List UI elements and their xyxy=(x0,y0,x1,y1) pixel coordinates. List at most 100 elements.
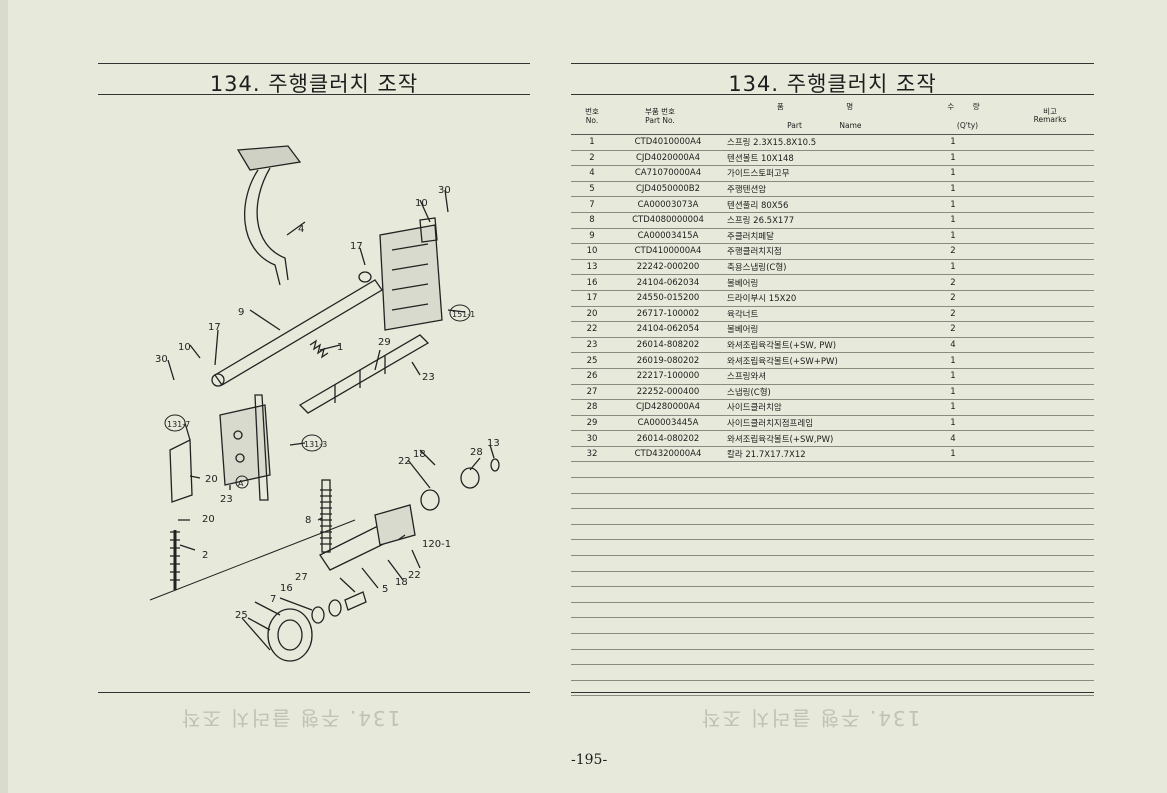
row-part-no: 26717-100002 xyxy=(613,306,723,323)
row-part-name: 드라이부시 15X20 xyxy=(723,290,903,307)
callout-151-1: 151-1 xyxy=(449,304,475,322)
row-remarks xyxy=(1003,274,1094,291)
row-part-no: CJD4020000A4 xyxy=(613,150,723,167)
row-no: 26 xyxy=(571,368,613,385)
row-part-name: 스프링와셔 xyxy=(723,368,903,385)
row-part-name: 축용스냅링(C형) xyxy=(723,259,903,276)
table-row-empty xyxy=(571,524,1094,541)
row-part-no: 26014-808202 xyxy=(613,337,723,354)
header-no-ko: 번호 xyxy=(585,107,599,116)
bottom-rule-right xyxy=(571,692,1094,693)
callout-120-1: 120-1 xyxy=(422,539,451,550)
row-part-name: 와셔조립육각볼트(+SW, PW) xyxy=(723,337,903,354)
row-no: 9 xyxy=(571,228,613,245)
row-remarks xyxy=(1003,384,1094,401)
row-no: 4 xyxy=(571,165,613,182)
row-remarks xyxy=(1003,290,1094,307)
row-remarks xyxy=(1003,212,1094,229)
spring-8 xyxy=(320,489,332,545)
svg-text:131-7: 131-7 xyxy=(167,420,190,429)
row-no: 25 xyxy=(571,352,613,369)
row-part-name: 와셔조립육각볼트(+SW+PW) xyxy=(723,352,903,369)
callout-29: 29 xyxy=(378,337,391,348)
callout-9: 9 xyxy=(238,307,244,318)
row-no: 22 xyxy=(571,321,613,338)
page-edge xyxy=(0,0,8,793)
row-remarks xyxy=(1003,228,1094,245)
row-part-name: 사이드클러치암 xyxy=(723,399,903,416)
row-no: 2 xyxy=(571,150,613,167)
callout-22b: 22 xyxy=(408,570,421,581)
side-clutch-frame xyxy=(298,334,430,414)
callout-10: 10 xyxy=(415,198,428,209)
row-qty: 2 xyxy=(903,306,1003,323)
callout-28: 28 xyxy=(470,447,483,458)
row-no: 8 xyxy=(571,212,613,229)
svg-text:A: A xyxy=(238,479,244,488)
row-qty: 1 xyxy=(903,352,1003,369)
callout-8: 8 xyxy=(305,515,311,526)
row-part-no: 24550-015200 xyxy=(613,290,723,307)
pedal-shaft xyxy=(214,279,383,386)
collar-28 xyxy=(460,467,480,489)
row-remarks xyxy=(1003,415,1094,432)
callout-131-7: 131-7 xyxy=(164,414,190,432)
header-rem-en: Remarks xyxy=(1033,115,1067,124)
callout-27: 27 xyxy=(295,572,308,583)
row-qty: 1 xyxy=(903,150,1003,167)
row-part-name: 볼베어링 xyxy=(723,321,903,338)
row-no: 28 xyxy=(571,399,613,416)
table-row-empty xyxy=(571,680,1094,697)
row-qty: 4 xyxy=(903,337,1003,354)
callout-30b: 30 xyxy=(155,354,168,365)
row-part-no: CTD4100000A4 xyxy=(613,243,723,260)
row-no: 7 xyxy=(571,196,613,213)
title-rule-top-left xyxy=(98,63,530,64)
left-bracket xyxy=(169,438,193,503)
row-part-no: CA00003415A xyxy=(613,228,723,245)
table-row-empty xyxy=(571,617,1094,634)
row-remarks xyxy=(1003,446,1094,463)
table-row-empty xyxy=(571,649,1094,666)
row-part-name: 와셔조립육각볼트(+SW,PW) xyxy=(723,430,903,447)
row-remarks xyxy=(1003,259,1094,276)
svg-text:151-1: 151-1 xyxy=(452,310,475,319)
row-no: 13 xyxy=(571,259,613,276)
row-part-no: 22252-000400 xyxy=(613,384,723,401)
row-part-no: CTD4010000A4 xyxy=(613,135,723,151)
callout-a: A xyxy=(235,475,249,489)
row-qty: 1 xyxy=(903,228,1003,245)
header-part-ko: 부품 번호 xyxy=(645,107,675,116)
callout-23: 23 xyxy=(422,372,435,383)
row-no: 29 xyxy=(571,415,613,432)
callout-30: 30 xyxy=(438,185,451,196)
row-part-name: 스프링 26.5X177 xyxy=(723,212,903,229)
exploded-parts-diagram: 30 10 4 17 151-1 9 17 10 30 1 29 23 131-… xyxy=(149,145,500,662)
callout-13: 13 xyxy=(487,438,500,449)
row-part-no: 26014-080202 xyxy=(613,430,723,447)
row-remarks xyxy=(1003,337,1094,354)
row-part-name: 텐션풀리 80X56 xyxy=(723,196,903,213)
row-part-no: CA71070000A4 xyxy=(613,165,723,182)
callout-25: 25 xyxy=(235,610,248,621)
row-remarks xyxy=(1003,150,1094,167)
plate-a xyxy=(219,404,271,486)
table-row-empty xyxy=(571,571,1094,588)
row-part-name: 사이드클러치지점프레임 xyxy=(723,415,903,432)
header-qty-en: (Q'ty) xyxy=(956,121,979,130)
title-rule-bottom-right xyxy=(571,94,1094,95)
callout-7: 7 xyxy=(270,594,276,605)
row-part-no: CA00003073A xyxy=(613,196,723,213)
